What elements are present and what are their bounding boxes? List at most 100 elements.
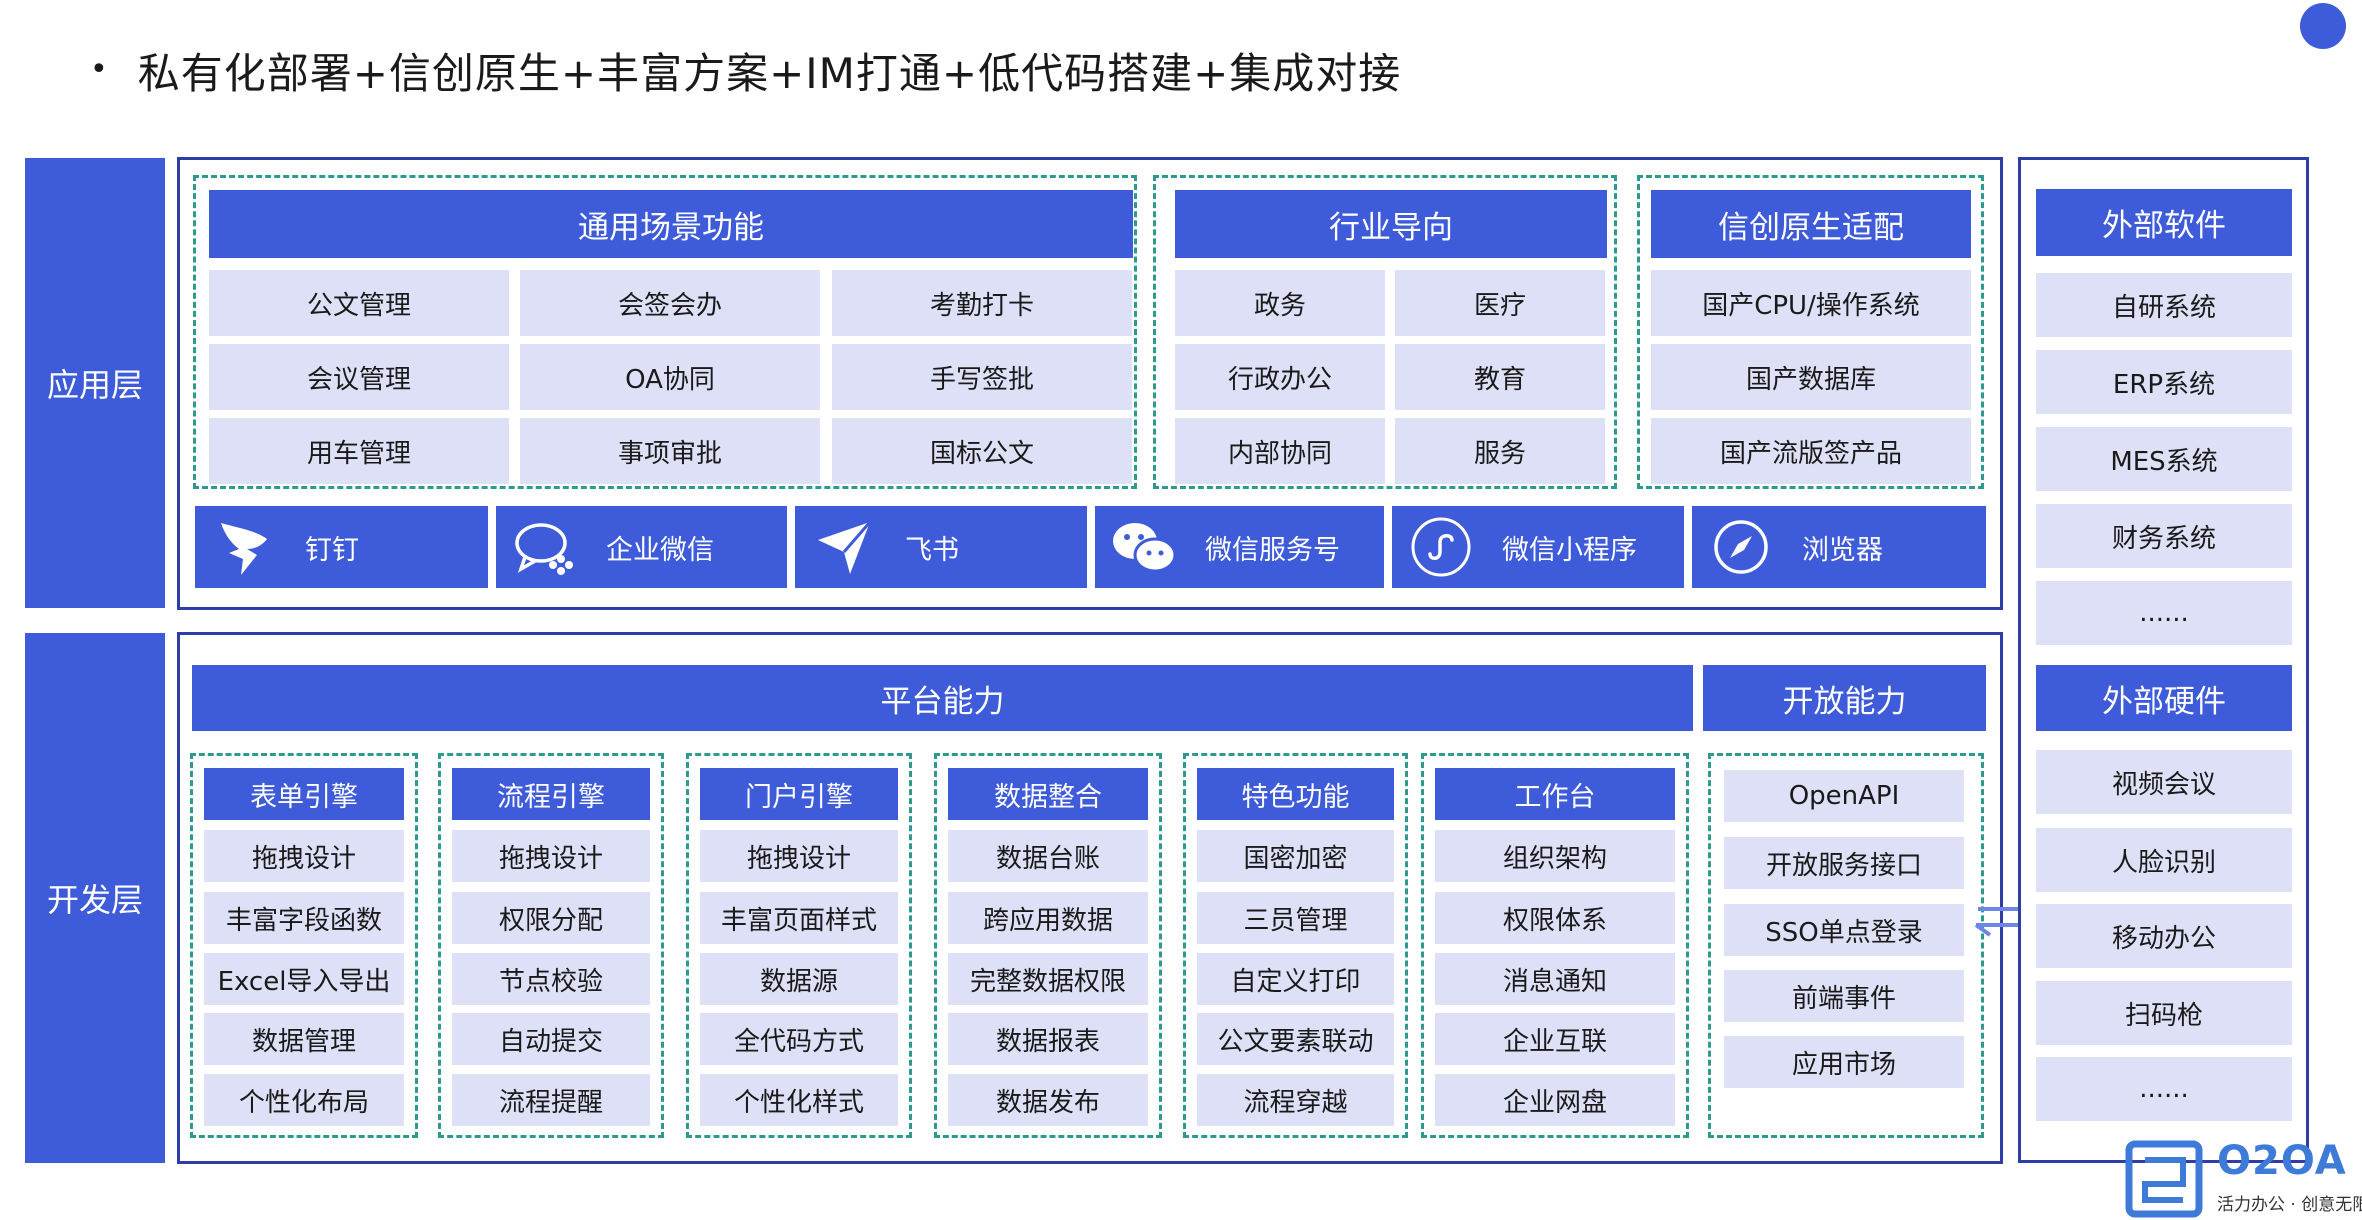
external-hardware-item: ...... bbox=[2036, 1057, 2292, 1121]
module-item: 三员管理 bbox=[1197, 892, 1394, 944]
module-title: 数据整合 bbox=[948, 768, 1148, 820]
external-hardware-header: 外部硬件 bbox=[2036, 665, 2292, 731]
module-item: 流程提醒 bbox=[452, 1074, 650, 1126]
module-item: 流程穿越 bbox=[1197, 1074, 1394, 1126]
xinchuang-cell: 国产数据库 bbox=[1651, 344, 1971, 410]
module-item: 个性化样式 bbox=[700, 1074, 898, 1126]
module-title: 流程引擎 bbox=[452, 768, 650, 820]
module-item: 消息通知 bbox=[1435, 953, 1675, 1005]
module-item: 权限体系 bbox=[1435, 892, 1675, 944]
channel-wecom[interactable]: 企业微信 bbox=[496, 506, 787, 588]
app-layer-label: 应用层 bbox=[25, 158, 165, 608]
o2oa-logo-icon bbox=[2125, 1140, 2203, 1218]
external-hardware-item: 视频会议 bbox=[2036, 750, 2292, 814]
module-item: 全代码方式 bbox=[700, 1013, 898, 1065]
open-cell: SSO单点登录 bbox=[1724, 904, 1964, 956]
module-title: 门户引擎 bbox=[700, 768, 898, 820]
module-block bbox=[1183, 753, 1408, 1138]
module-item: 国密加密 bbox=[1197, 830, 1394, 882]
module-item: 拖拽设计 bbox=[204, 830, 404, 882]
general-cell: 考勤打卡 bbox=[832, 270, 1132, 336]
module-item: 个性化布局 bbox=[204, 1074, 404, 1126]
feishu-icon bbox=[809, 517, 879, 577]
external-software-item: ERP系统 bbox=[2036, 350, 2292, 414]
general-cell: 事项审批 bbox=[520, 418, 820, 484]
xinchuang-cell: 国产CPU/操作系统 bbox=[1651, 270, 1971, 336]
dingtalk-icon bbox=[209, 517, 279, 577]
industry-cell: 内部协同 bbox=[1175, 418, 1385, 484]
general-cell: 国标公文 bbox=[832, 418, 1132, 484]
module-item: Excel导入导出 bbox=[204, 953, 404, 1005]
module-item: 跨应用数据 bbox=[948, 892, 1148, 944]
open-header: 开放能力 bbox=[1703, 665, 1986, 731]
channel-label: 钉钉 bbox=[305, 534, 359, 566]
module-item: 节点校验 bbox=[452, 953, 650, 1005]
xinchuang-cell: 国产流版签产品 bbox=[1651, 418, 1971, 484]
bullet-icon: • bbox=[90, 52, 108, 87]
channel-label: 微信服务号 bbox=[1205, 534, 1340, 566]
module-item: 企业互联 bbox=[1435, 1013, 1675, 1065]
module-block bbox=[686, 753, 912, 1138]
xinchuang-header: 信创原生适配 bbox=[1651, 190, 1971, 258]
general-block bbox=[193, 175, 1137, 489]
mini-program-icon bbox=[1406, 517, 1476, 577]
external-software-item: MES系统 bbox=[2036, 427, 2292, 491]
industry-block bbox=[1153, 175, 1617, 489]
module-block bbox=[438, 753, 664, 1138]
open-cell: 开放服务接口 bbox=[1724, 837, 1964, 889]
external-software-item: 自研系统 bbox=[2036, 273, 2292, 337]
industry-cell: 行政办公 bbox=[1175, 344, 1385, 410]
open-block bbox=[1708, 753, 1984, 1138]
channel-label: 浏览器 bbox=[1802, 534, 1883, 566]
general-cell: 手写签批 bbox=[832, 344, 1132, 410]
industry-header: 行业导向 bbox=[1175, 190, 1607, 258]
module-item: 自定义打印 bbox=[1197, 953, 1394, 1005]
external-hardware-item: 移动办公 bbox=[2036, 904, 2292, 968]
headline: 私有化部署+信创原生+丰富方案+IM打通+低代码搭建+集成对接 bbox=[137, 48, 1402, 98]
general-cell: OA协同 bbox=[520, 344, 820, 410]
open-cell: OpenAPI bbox=[1724, 770, 1964, 822]
module-title: 工作台 bbox=[1435, 768, 1675, 820]
general-cell: 公文管理 bbox=[209, 270, 509, 336]
module-item: 自动提交 bbox=[452, 1013, 650, 1065]
module-item: 公文要素联动 bbox=[1197, 1013, 1394, 1065]
module-item: 企业网盘 bbox=[1435, 1074, 1675, 1126]
channel-browser[interactable]: 浏览器 bbox=[1692, 506, 1986, 588]
module-item: 完整数据权限 bbox=[948, 953, 1148, 1005]
module-block bbox=[934, 753, 1162, 1138]
module-item: 组织架构 bbox=[1435, 830, 1675, 882]
module-item: 数据报表 bbox=[948, 1013, 1148, 1065]
industry-cell: 医疗 bbox=[1395, 270, 1605, 336]
module-item: 权限分配 bbox=[452, 892, 650, 944]
external-software-item: ...... bbox=[2036, 581, 2292, 645]
channel-wechat-service[interactable]: 微信服务号 bbox=[1095, 506, 1384, 588]
wechat-icon bbox=[1109, 517, 1179, 577]
external-hardware-item: 扫码枪 bbox=[2036, 981, 2292, 1045]
module-block bbox=[1421, 753, 1689, 1138]
external-software-item: 财务系统 bbox=[2036, 504, 2292, 568]
industry-cell: 教育 bbox=[1395, 344, 1605, 410]
industry-cell: 政务 bbox=[1175, 270, 1385, 336]
open-cell: 应用市场 bbox=[1724, 1036, 1964, 1088]
browser-compass-icon bbox=[1706, 517, 1776, 577]
logo-word: O2OA bbox=[2217, 1138, 2347, 1184]
module-item: 数据台账 bbox=[948, 830, 1148, 882]
module-item: 数据源 bbox=[700, 953, 898, 1005]
wecom-icon bbox=[510, 517, 580, 577]
channel-mini-program[interactable]: 微信小程序 bbox=[1392, 506, 1684, 588]
module-item: 数据发布 bbox=[948, 1074, 1148, 1126]
module-title: 表单引擎 bbox=[204, 768, 404, 820]
external-hardware-item: 人脸识别 bbox=[2036, 828, 2292, 892]
channel-dingtalk[interactable]: 钉钉 bbox=[195, 506, 488, 588]
corner-dot-icon bbox=[2300, 3, 2346, 49]
external-software-header: 外部软件 bbox=[2036, 189, 2292, 256]
module-item: 拖拽设计 bbox=[700, 830, 898, 882]
channel-feishu[interactable]: 飞书 bbox=[795, 506, 1087, 588]
o2oa-logo: O2OA 活力办公 · 创意无限 bbox=[2125, 1138, 2362, 1220]
open-cell: 前端事件 bbox=[1724, 970, 1964, 1022]
general-cell: 用车管理 bbox=[209, 418, 509, 484]
industry-cell: 服务 bbox=[1395, 418, 1605, 484]
channel-label: 微信小程序 bbox=[1502, 534, 1637, 566]
channel-label: 飞书 bbox=[905, 534, 959, 566]
module-item: 数据管理 bbox=[204, 1013, 404, 1065]
